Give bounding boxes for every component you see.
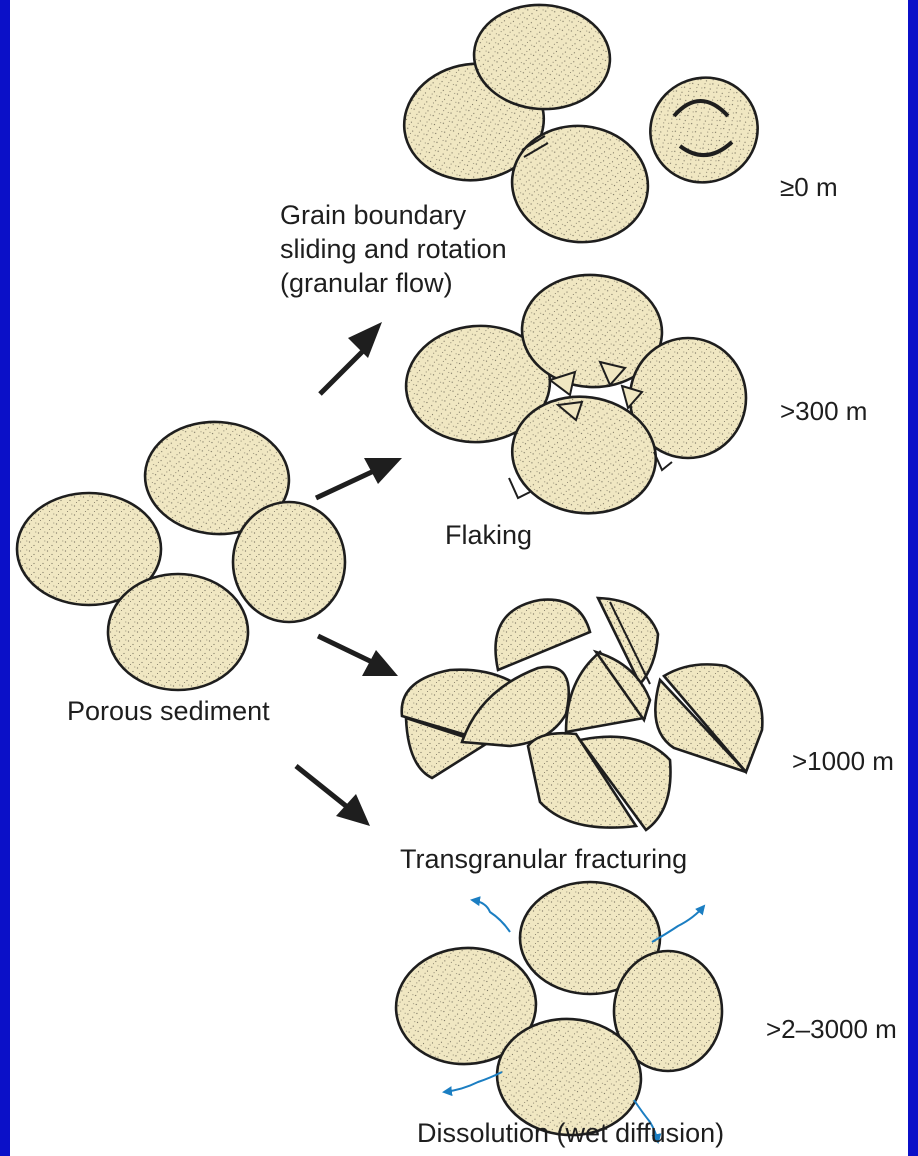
flaking-grains [401,271,746,522]
arrow-to-granular-flow [320,322,382,394]
grain [233,502,345,622]
porous-sediment-grains [17,417,345,690]
dissolution-grains [392,882,722,1140]
depth-transgranular: >1000 m [792,744,894,778]
depth-dissolution: >2–3000 m [766,1012,897,1046]
fractured-grains [402,598,763,830]
depth-granular-flow: ≥0 m [780,170,838,204]
grain [108,574,248,690]
transgranular-fracturing-label: Transgranular fracturing [400,842,687,876]
granular-flow-label: Grain boundary sliding and rotation (gra… [280,198,507,300]
arrow-to-flaking [316,458,402,498]
porous-sediment-label: Porous sediment [67,694,270,728]
granular-flow-line-3: (granular flow) [280,266,507,300]
grain-fragment [496,600,590,670]
diagram-panel: Grain boundary sliding and rotation (gra… [10,0,908,1156]
arrow-to-dissolution [296,766,370,826]
depth-flaking: >300 m [780,394,867,428]
dissolution-label: Dissolution (wet diffusion) [417,1116,724,1150]
granular-flow-line-1: Grain boundary [280,198,507,232]
arrow-to-transgranular [318,636,398,676]
granular-flow-line-2: sliding and rotation [280,232,507,266]
flaking-label: Flaking [445,518,532,552]
deformation-mechanisms-figure [10,0,908,1156]
grain [633,60,775,200]
